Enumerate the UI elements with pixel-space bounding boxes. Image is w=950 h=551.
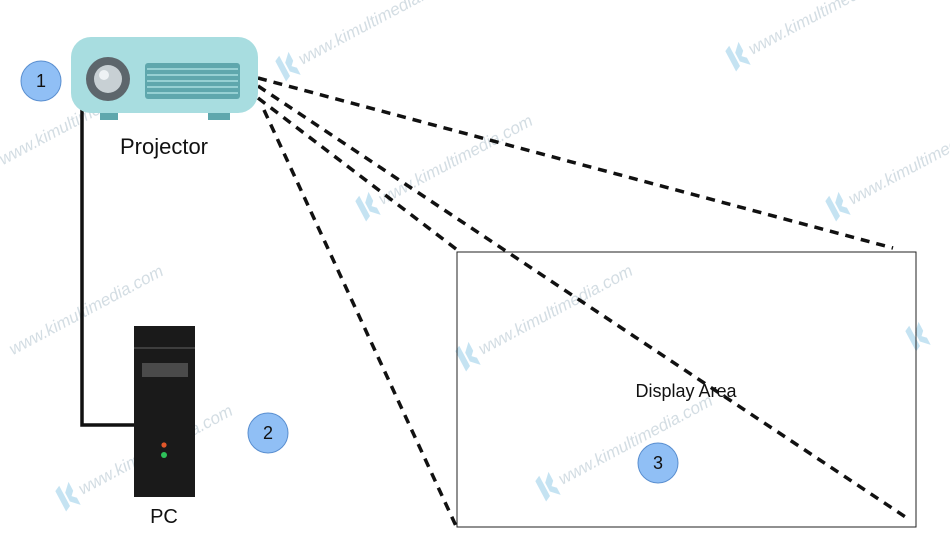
- watermark-logo-icon: [825, 191, 851, 222]
- beam-top: [257, 76, 894, 250]
- marker-3-number: 3: [653, 453, 663, 473]
- projector-icon: [71, 37, 258, 120]
- beam-bottom: [262, 109, 458, 527]
- projector-label: Projector: [120, 134, 208, 159]
- video-cable: [80, 108, 136, 427]
- marker-3: 3: [637, 442, 679, 484]
- projection-beams: [256, 76, 911, 527]
- watermark-logo-icon: [55, 481, 81, 512]
- marker-2-number: 2: [263, 423, 273, 443]
- watermark-logo-icon: [355, 191, 381, 222]
- pc-label: PC: [150, 506, 178, 528]
- pc-drive-bay: [142, 363, 188, 377]
- pc-led-green: [161, 452, 167, 458]
- marker-1-number: 1: [36, 71, 46, 91]
- watermark-text: www.kimultimedia.com: [845, 111, 950, 208]
- watermark-text: www.kimultimedia.com: [745, 0, 906, 59]
- watermark-logo-icon: [275, 51, 301, 82]
- watermark-text: www.kimultimedia.com: [475, 261, 636, 358]
- display-area-label: Display Area: [635, 381, 737, 401]
- pc-tower-icon: [134, 326, 195, 497]
- beam-lower-mid: [256, 96, 462, 254]
- beam-upper-mid: [257, 84, 911, 522]
- display-area-frame: [456, 251, 917, 528]
- marker-1: 1: [20, 60, 62, 102]
- watermark-text: www.kimultimedia.com: [555, 391, 716, 488]
- watermark-logo-icon: [455, 341, 481, 372]
- watermark-text: www.kimultimedia.com: [375, 111, 536, 208]
- marker-2: 2: [247, 412, 289, 454]
- watermark-text: www.kimultimedia.com: [295, 0, 456, 69]
- pc-led-orange: [161, 442, 167, 448]
- watermark-logo-icon: [905, 321, 931, 352]
- watermark-logo-icon: [535, 471, 561, 502]
- watermark-logo-icon: [725, 41, 751, 72]
